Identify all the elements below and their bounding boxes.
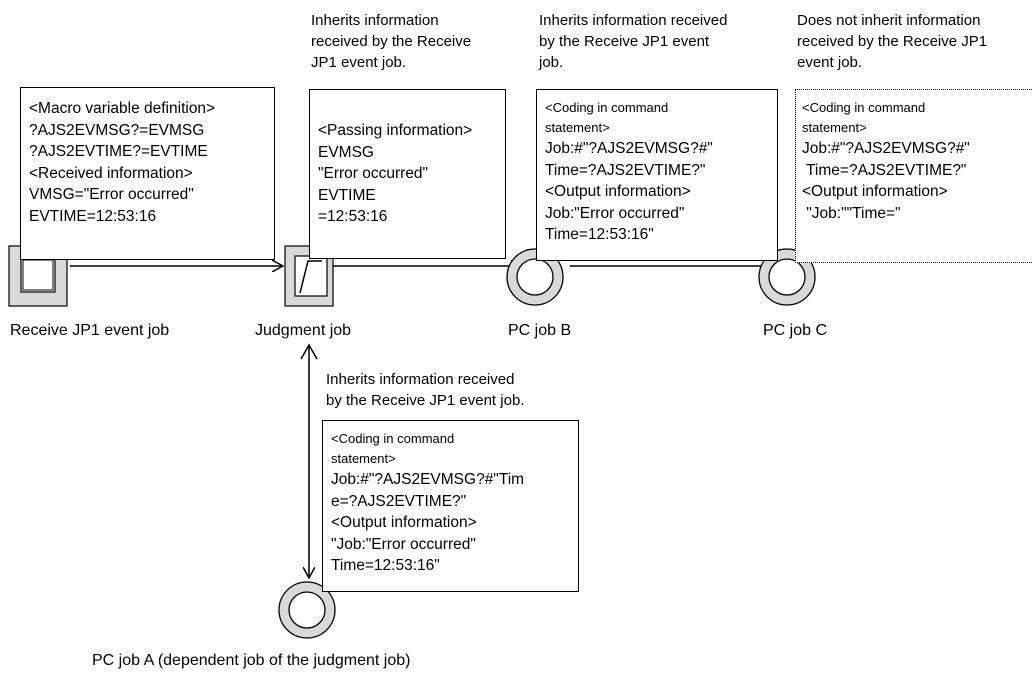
pca-small-2: statement>	[331, 451, 396, 466]
pca-line-2: e=?AJS2EVTIME?"	[331, 492, 467, 510]
pcc-line-3: <Output information>	[802, 183, 948, 200]
pca-line-1: Job:#"?AJS2EVMSG?#"Tim	[331, 471, 525, 488]
pcb-small-1: <Coding in command	[545, 100, 669, 115]
pcb-small-2: statement>	[545, 120, 610, 135]
pca-line-3: <Output information>	[331, 514, 477, 531]
pcc-small-1: <Coding in command	[802, 100, 926, 115]
caption-pcb-inherits: Inherits information received by the Rec…	[539, 12, 728, 71]
pcc-small-2: statement>	[802, 120, 867, 135]
label-pc-job-c: PC job C	[763, 322, 828, 339]
pcc-line-1: Job:#"?AJS2EVMSG?#"	[802, 140, 970, 157]
caption-judgment-inherits: Inherits information received by the Rec…	[311, 12, 472, 71]
judgment-line-2: EVMSG	[318, 143, 374, 161]
pcc-info-box: <Coding in command statement> Job:#"?AJS…	[795, 89, 1033, 263]
receive-line-6: EVTIME=12:53:16	[29, 207, 157, 225]
judgment-line-4: EVTIME	[318, 186, 376, 204]
pca-info-box: <Coding in command statement> Job:#"?AJS…	[322, 420, 579, 592]
pcb-line-3: <Output information>	[545, 183, 691, 200]
label-receive-jp1-event-job: Receive JP1 event job	[10, 322, 170, 339]
judgment-line-5: =12:53:16	[318, 208, 388, 225]
receive-line-2: ?AJS2EVMSG?=EVMSG	[29, 121, 205, 139]
pcc-line-4: "Job:""Time="	[802, 204, 901, 222]
receive-line-4: <Received information>	[29, 164, 193, 182]
pca-line-4: "Job:"Error occurred"	[331, 535, 476, 553]
pc-job-c-icon[interactable]	[755, 245, 819, 309]
arrowhead-up-judgment	[300, 343, 318, 360]
label-pc-job-a: PC job A (dependent job of the judgment …	[92, 652, 411, 669]
pc-job-b-icon[interactable]	[503, 245, 567, 309]
label-pc-job-b: PC job B	[508, 322, 572, 339]
receive-info-box: <Macro variable definition> ?AJS2EVMSG?=…	[20, 87, 275, 260]
judgment-line-1: <Passing information>	[318, 122, 473, 139]
receive-line-5: VMSG="Error occurred"	[29, 186, 194, 203]
pcb-info-box: <Coding in command statement> Job:#"?AJS…	[536, 89, 778, 261]
pcb-line-1: Job:#"?AJS2EVMSG?#"	[545, 140, 713, 157]
judgment-line-3: "Error occurred"	[318, 165, 429, 182]
pcb-line-5: Time=12:53:16"	[545, 226, 654, 243]
pc-job-a-icon[interactable]	[275, 578, 339, 642]
pcb-line-4: Job:"Error occurred"	[545, 204, 685, 222]
pcb-line-2: Time=?AJS2EVTIME?"	[545, 161, 706, 179]
receive-line-1: <Macro variable definition>	[29, 100, 216, 117]
pcc-line-2: Time=?AJS2EVTIME?"	[802, 161, 967, 179]
receive-line-3: ?AJS2EVTIME?=EVTIME	[29, 143, 208, 160]
judgment-info-box: <Passing information> EVMSG "Error occur…	[309, 89, 506, 259]
label-judgment-job: Judgment job	[255, 322, 352, 339]
caption-pca-inherits: Inherits information received by the Rec…	[326, 371, 525, 409]
pca-small-1: <Coding in command	[331, 431, 455, 446]
pca-line-5: Time=12:53:16"	[331, 557, 440, 574]
caption-pcc-not-inherits: Does not inherit information received by…	[797, 12, 988, 71]
